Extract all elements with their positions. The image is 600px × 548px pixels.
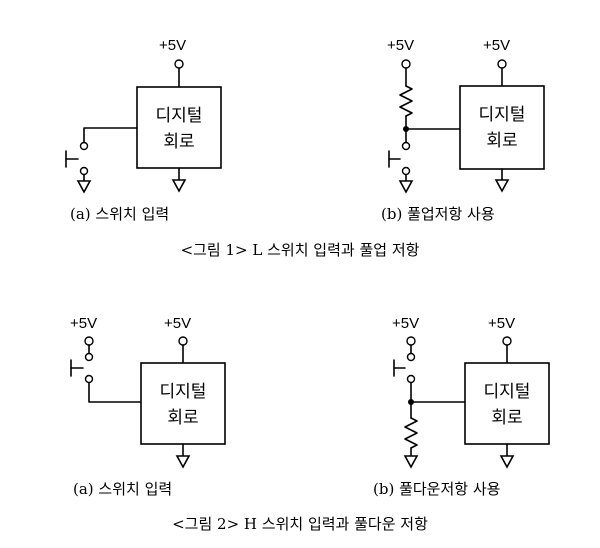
ground-symbol [175,455,191,469]
digital-circuit-block [136,86,222,169]
switch-contact [406,352,416,362]
supply-terminal [497,59,507,69]
supply-label: +5V [483,37,510,54]
supply-terminal [406,336,416,346]
supply-terminal [401,59,411,69]
block-label-line2: 회로 [167,408,198,428]
ground-symbol [403,455,419,469]
panel-caption: (b) 풀업저항 사용 [381,205,495,223]
input-wire [83,127,138,143]
fig1-panel-b: +5V +5V 디지털 회로 (b) 풀업저항 사용 [381,37,545,223]
input-wire [88,382,142,403]
supply-terminal [502,336,512,346]
fig2-panel-b: +5V +5V 디지털 회로 (b) 풀다운저항 사용 [373,315,550,498]
switch-contact [406,374,416,384]
figure-caption: <그림 2> H 스위치 입력과 풀다운 저항 [172,515,428,533]
supply-terminal [178,336,188,346]
ground-symbol [494,179,510,193]
switch-contact [79,166,89,176]
switch-contact [84,352,94,362]
switch-contact [79,141,89,151]
switch-contact [401,141,411,151]
ground-symbol [499,455,515,469]
panel-caption: (a) 스위치 입력 [73,480,172,498]
switch-contact [401,166,411,176]
supply-label: +5V [392,315,419,332]
block-label-line1: 디지털 [479,105,526,125]
fig1-panel-a: +5V 디지털 회로 (a) 스위치 입력 [65,37,222,223]
block-label-line2: 회로 [163,132,194,152]
block-label-line2: 회로 [491,408,522,428]
supply-label: +5V [387,37,414,54]
block-label-line2: 회로 [486,131,517,151]
block-label-line1: 디지털 [160,382,207,402]
digital-circuit-block [459,85,545,170]
supply-terminal [174,59,184,69]
supply-label: +5V [488,315,515,332]
supply-label: +5V [159,37,186,54]
supply-label: +5V [70,315,97,332]
figure-caption: <그림 1> L 스위치 입력과 풀업 저항 [181,241,420,259]
digital-circuit-block [464,362,550,445]
panel-caption: (b) 풀다운저항 사용 [373,480,500,498]
block-label-line1: 디지털 [156,106,203,126]
ground-symbol [76,180,92,194]
supply-terminal [84,336,94,346]
switch-contact [84,374,94,384]
digital-circuit-block [140,362,226,445]
block-label-line1: 디지털 [484,382,531,402]
pull-down-resistor [404,417,418,449]
ground-symbol [171,179,187,193]
supply-label: +5V [164,315,191,332]
pull-up-resistor [399,85,413,117]
fig2-panel-a: +5V +5V 디지털 회로 (a) 스위치 입력 [70,315,226,498]
panel-caption: (a) 스위치 입력 [70,205,169,223]
ground-symbol [398,180,414,194]
